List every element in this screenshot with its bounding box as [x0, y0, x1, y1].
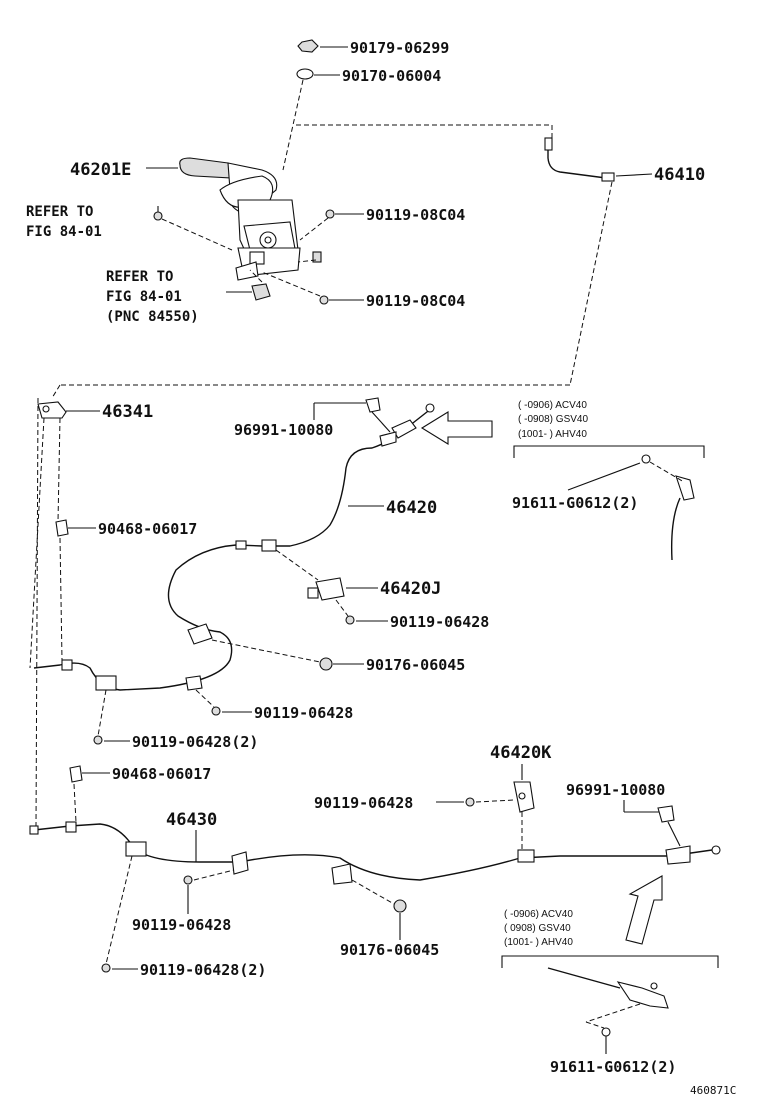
- bolt-icon: [312, 251, 322, 263]
- part-number-bolt-lever-1: 90119-08C04: [366, 206, 465, 224]
- part-number-retainer-2: 90468-06017: [112, 765, 211, 783]
- part-number-cable-no2: 46420: [386, 498, 437, 518]
- bolt-icon: [325, 209, 335, 219]
- bolt-icon: [345, 615, 355, 625]
- part-number-bolt-b2: 90119-06428(2): [140, 961, 266, 979]
- part-number-bolt-a2: 90119-06428(2): [132, 733, 258, 751]
- bolt-icon: [153, 206, 163, 221]
- bolt-icon: [183, 875, 193, 885]
- applicability-upper-3: (1001- ) AHV40: [518, 429, 587, 440]
- right-cable-icon: [33, 403, 435, 691]
- part-number-front-cable: 46410: [654, 165, 705, 185]
- part-number-bracket-j: 46420J: [380, 579, 441, 599]
- part-number-nut-top: 90179-06299: [350, 39, 449, 57]
- right-cable-end-detail-icon: [641, 454, 695, 561]
- part-number-lever: 46201E: [70, 160, 131, 180]
- retainer-icon: [55, 519, 69, 537]
- equalizer-icon: [37, 401, 67, 419]
- part-number-grommet-2: 90176-06045: [340, 941, 439, 959]
- refer-note-1-line2: FIG 84-01: [26, 224, 102, 240]
- refer-note-1-line1: REFER TO: [26, 204, 93, 220]
- part-number-bolt-k: 90119-06428: [314, 794, 413, 812]
- front-cable-icon: [544, 137, 615, 182]
- clip-icon: [251, 283, 271, 301]
- arrow-icon: [420, 411, 493, 445]
- part-number-bracket-k: 46420K: [490, 743, 552, 763]
- bolt-icon: [101, 963, 111, 973]
- part-number-grommet-1: 90176-06045: [366, 656, 465, 674]
- bracket-icon: [307, 577, 345, 601]
- left-cable-end-detail-icon: [547, 967, 669, 1037]
- part-number-bolt-a: 90119-06428: [254, 704, 353, 722]
- refer-note-2-line1: REFER TO: [106, 269, 173, 285]
- retainer-icon: [69, 765, 83, 783]
- part-number-clip-left: 96991-10080: [566, 781, 665, 799]
- bolt-icon: [319, 295, 329, 305]
- part-number-retainer-1: 90468-06017: [98, 520, 197, 538]
- clip-icon: [365, 397, 381, 413]
- refer-note-2-line3: (PNC 84550): [106, 309, 199, 325]
- parking-brake-lever-icon: [179, 157, 301, 281]
- figure-code: 460871C: [690, 1084, 736, 1097]
- grommet-icon: [319, 657, 333, 671]
- applicability-lower-2: ( 0908) GSV40: [504, 923, 571, 934]
- applicability-lower-1: ( -0906) ACV40: [504, 909, 573, 920]
- applicability-upper-2: ( -0908) GSV40: [518, 414, 588, 425]
- part-number-bolt-lower-detail: 91611-G0612(2): [550, 1058, 676, 1076]
- left-cable-icon: [29, 821, 721, 885]
- part-number-bolt-lever-2: 90119-08C04: [366, 292, 465, 310]
- bracket-icon: [513, 781, 535, 813]
- arrow-icon: [625, 875, 663, 945]
- part-number-bolt-j: 90119-06428: [390, 613, 489, 631]
- bolt-icon: [211, 706, 221, 716]
- bolt-icon: [93, 735, 103, 745]
- part-number-washer-top: 90170-06004: [342, 67, 441, 85]
- part-number-bolt-upper-detail: 91611-G0612(2): [512, 494, 638, 512]
- nut-icon: [297, 39, 319, 53]
- bolt-icon: [465, 797, 475, 807]
- clip-icon: [657, 805, 675, 823]
- refer-note-2-line2: FIG 84-01: [106, 289, 182, 305]
- grommet-icon: [393, 899, 407, 913]
- washer-icon: [296, 68, 314, 80]
- part-number-bolt-b: 90119-06428: [132, 916, 231, 934]
- part-number-equalizer: 46341: [102, 402, 153, 422]
- part-number-clip-right: 96991-10080: [234, 421, 333, 439]
- applicability-upper-1: ( -0906) ACV40: [518, 400, 587, 411]
- part-number-cable-no3: 46430: [166, 810, 217, 830]
- applicability-lower-3: (1001- ) AHV40: [504, 937, 573, 948]
